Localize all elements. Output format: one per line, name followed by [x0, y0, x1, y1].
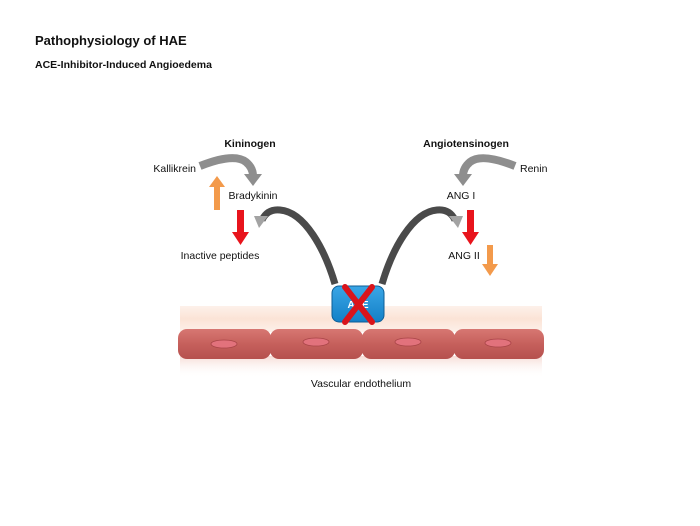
vascular-endothelium-label: Vascular endothelium	[311, 378, 411, 390]
inactive-peptides-label: Inactive peptides	[181, 250, 260, 262]
bradykinin-label: Bradykinin	[228, 190, 277, 202]
ang2-decrease-arrow	[482, 245, 498, 276]
ang1-label: ANG I	[447, 190, 476, 202]
angiotensinogen-label: Angiotensinogen	[423, 138, 509, 150]
ace-to-bradykinin-arc	[254, 206, 339, 285]
renin-conversion-arrow	[454, 154, 517, 186]
endothelial-cell	[178, 329, 271, 359]
endothelial-cell	[454, 329, 544, 359]
endothelial-cell	[362, 329, 455, 359]
ang1-conversion-arrow	[462, 210, 479, 245]
bradykinin-degradation-arrow	[232, 210, 249, 245]
ace-to-ang1-arc	[378, 206, 463, 285]
kallikrein-label: Kallikrein	[153, 163, 196, 175]
endothelial-cell	[270, 329, 363, 359]
renin-label: Renin	[520, 163, 548, 175]
ang2-label: ANG II	[448, 250, 480, 262]
page-title: Pathophysiology of HAE	[35, 33, 187, 48]
ace-inhibition-x-icon	[342, 284, 375, 325]
page-subtitle: ACE-Inhibitor-Induced Angioedema	[35, 59, 212, 71]
kininogen-label: Kininogen	[224, 138, 275, 150]
kallikrein-conversion-arrow	[198, 154, 262, 186]
bradykinin-increase-arrow	[209, 176, 225, 210]
